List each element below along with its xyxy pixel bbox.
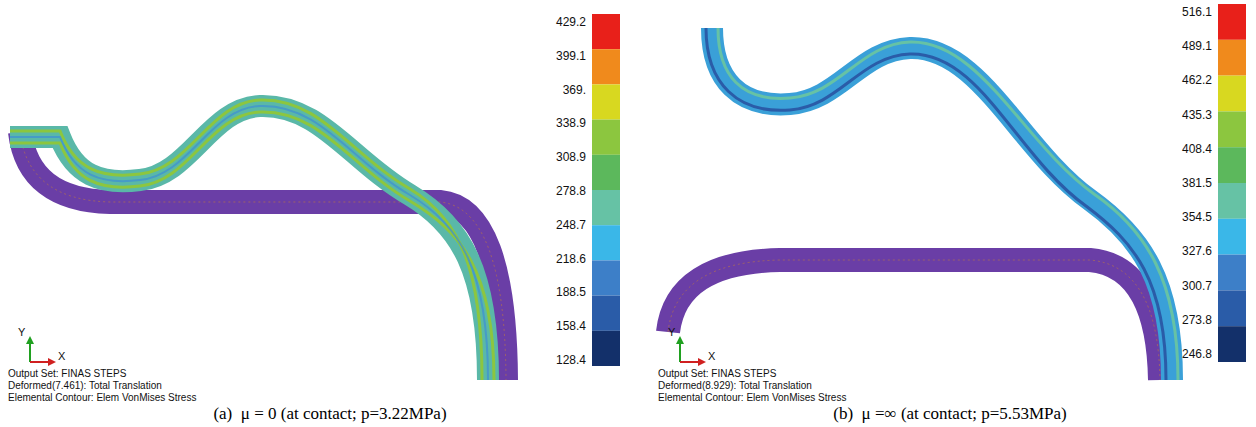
scale-value: 338.9 [556, 116, 586, 130]
scale-value: 354.5 [1182, 210, 1212, 224]
panel-caption: (b) μ =∞ (at contact; p=5.53MPa) [833, 404, 1067, 424]
scale-value: 462.2 [1182, 73, 1212, 87]
y-axis-arrow [679, 342, 681, 362]
output-info: Deformed(7.461): Total Translation [8, 380, 162, 392]
scale-value: 158.4 [556, 319, 586, 333]
sheet-contour-band [718, 28, 1178, 380]
scale-value: 128.4 [556, 353, 586, 367]
y-axis-arrow [29, 342, 31, 362]
scale-value: 399.1 [556, 49, 586, 63]
colour-bar [1218, 4, 1246, 362]
output-info: Deformed(8.929): Total Translation [658, 380, 812, 392]
sheet-contour-band [10, 100, 482, 380]
output-info: Elemental Contour: Elem VonMises Stress [658, 392, 846, 404]
output-info: Output Set: FINAS STEPS [658, 368, 776, 380]
colour-bar [592, 14, 620, 366]
scale-value: 327.6 [1182, 244, 1212, 258]
scale-value: 435.3 [1182, 108, 1212, 122]
axis-label: X [708, 350, 715, 362]
output-info: Elemental Contour: Elem VonMises Stress [8, 392, 196, 404]
sheet-contour-band [706, 28, 1166, 380]
scale-value: 489.1 [1182, 39, 1212, 53]
scale-value: 300.7 [1182, 279, 1212, 293]
die-mesh [668, 260, 1160, 380]
axis-label: X [58, 350, 65, 362]
scale-value: 429.2 [556, 15, 586, 29]
sheet-contour [10, 106, 488, 380]
sheet-contour-band [10, 106, 488, 380]
axis-label: Y [18, 326, 25, 338]
scale-value: 516.1 [1182, 5, 1212, 19]
die-mesh-lines [668, 260, 1160, 380]
x-axis-arrow [680, 361, 700, 363]
scale-value: 246.8 [1182, 347, 1212, 361]
scale-value: 381.5 [1182, 176, 1212, 190]
output-info: Output Set: FINAS STEPS [8, 368, 126, 380]
scale-value: 218.6 [556, 252, 586, 266]
scale-value: 369. [563, 83, 586, 97]
x-axis-arrow [30, 361, 50, 363]
sheet-contour [712, 28, 1172, 380]
axis-label: Y [668, 326, 675, 338]
scale-value: 248.7 [556, 218, 586, 232]
scale-value: 408.4 [1182, 142, 1212, 156]
sheet-contour-band [10, 112, 494, 380]
scale-value: 278.8 [556, 184, 586, 198]
panel-caption: (a) μ = 0 (at contact; p=3.22MPa) [213, 404, 446, 424]
scale-value: 308.9 [556, 150, 586, 164]
scale-value: 273.8 [1182, 313, 1212, 327]
scale-value: 188.5 [556, 285, 586, 299]
